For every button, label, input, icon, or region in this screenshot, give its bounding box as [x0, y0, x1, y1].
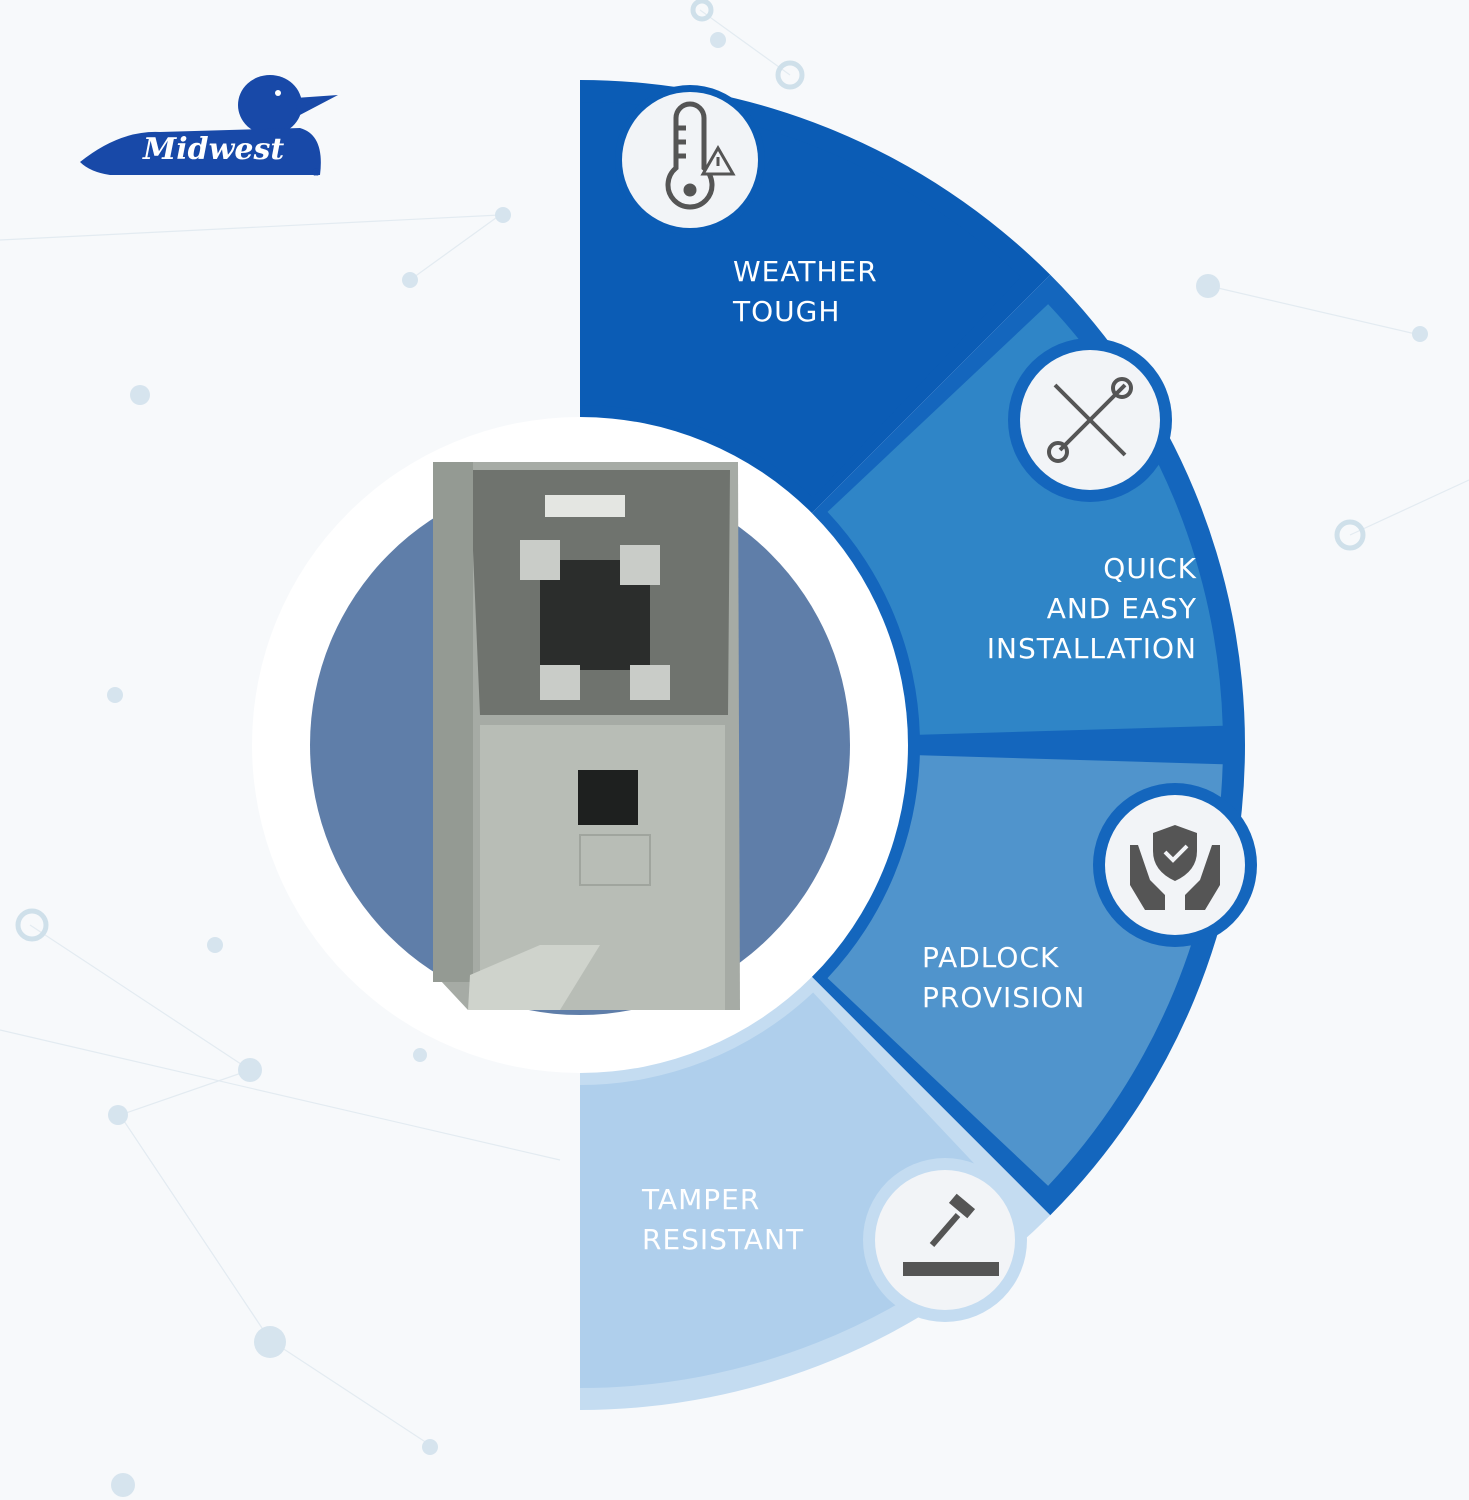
- brand-name: Midwest: [143, 132, 285, 167]
- thermometer-warning-icon: [665, 101, 736, 210]
- feature-label-tamper: TAMPER RESISTANT: [642, 1183, 805, 1256]
- feature-label-padlock: PADLOCK PROVISION: [922, 941, 1086, 1014]
- hands-shield-icon: [1130, 825, 1220, 910]
- hammer-surface-icon: [903, 1193, 999, 1276]
- feature-label-quick-install: QUICK AND EASY INSTALLATION: [986, 552, 1197, 665]
- screwdriver-wrench-icon: [1047, 377, 1133, 463]
- midwest-logo: Midwest ®: [80, 60, 340, 190]
- icon-badge-4: [863, 1158, 1027, 1322]
- meter-enclosure-image: [433, 462, 740, 1010]
- background-rings: [15, 0, 1366, 942]
- background-network: [0, 9, 1469, 1446]
- registered-mark: ®: [312, 167, 321, 179]
- icon-badge-2: [1008, 338, 1172, 502]
- icon-badge-3: [1093, 783, 1257, 947]
- icon-badge-1: [615, 85, 765, 235]
- feature-label-weather-tough: WEATHER TOUGH: [733, 255, 878, 328]
- background-dots: [107, 32, 1428, 1497]
